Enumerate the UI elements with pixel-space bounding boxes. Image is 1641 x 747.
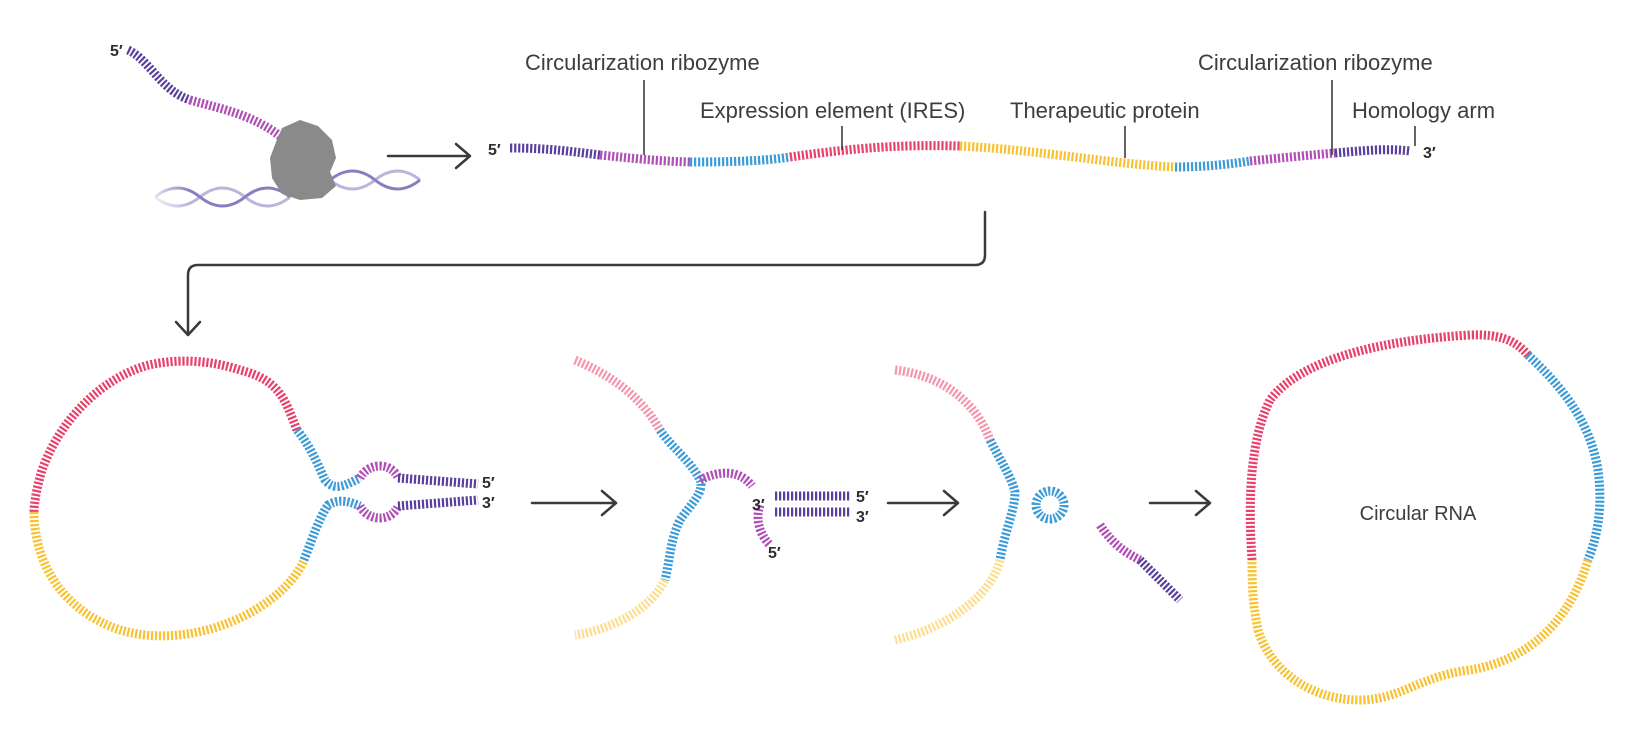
segment-homology-right (1334, 145, 1411, 158)
process-arrow-icon (886, 489, 960, 517)
label-expression-element: Expression element (IRES) (700, 98, 965, 123)
five-prime-label-a: 5′ (482, 475, 495, 492)
segment-expression (789, 141, 961, 162)
three-prime-label-b: 3′ (856, 509, 869, 526)
label-therapeutic-protein: Therapeutic protein (1010, 98, 1200, 123)
five-prime-label-b: 5′ (856, 489, 869, 506)
circ-expression (1245, 330, 1532, 561)
b-loop (697, 468, 756, 490)
circ-therapeutic (1247, 558, 1593, 705)
c-expression (894, 365, 995, 442)
linear-precursor-rna: 5′ 3′ (488, 141, 1436, 172)
b-expression (573, 355, 664, 433)
process-arrow-icon (530, 489, 618, 517)
ligation-step (894, 365, 1184, 645)
process-arrow-icon (174, 210, 987, 337)
cleavage-step: 3′ 5′ 5′ 3′ (573, 355, 869, 640)
c-ribozyme-tail (1096, 522, 1143, 565)
c-therapeutic (894, 558, 1005, 645)
nascent-rna-homology (125, 45, 192, 105)
segment-ires-right (1174, 156, 1251, 172)
process-arrow-icon (386, 142, 472, 170)
stem-upper (397, 473, 479, 489)
three-prime-label-a: 3′ (482, 495, 495, 512)
c-ires (985, 437, 1020, 561)
segment-homology-left (509, 143, 601, 160)
three-prime-label-linear: 3′ (1423, 145, 1436, 162)
nascent-rna-ribozyme (188, 95, 288, 144)
segment-therapeutic (959, 141, 1176, 172)
dna-helix-icon (145, 169, 421, 210)
five-prime-label-top: 5′ (110, 43, 123, 60)
folded-precursor: 5′ 3′ (29, 356, 495, 641)
circ-ires (1524, 351, 1605, 562)
c-loop (1031, 486, 1069, 524)
circular-rna-label: Circular RNA (1360, 503, 1477, 525)
ring-ires-upper (293, 427, 362, 491)
b-ires (656, 427, 706, 582)
b-therapeutic (574, 577, 670, 640)
loop-ribozyme (355, 461, 403, 523)
segment-ribozyme-right (1249, 148, 1336, 166)
process-arrow-icon (1148, 489, 1212, 517)
label-circularization-ribozyme-left: Circularization ribozyme (525, 50, 760, 75)
label-homology-arm: Homology arm (1352, 98, 1495, 123)
stem-lower (397, 495, 479, 511)
segment-ires-left (689, 152, 791, 167)
transcription-step: 5′ (110, 43, 421, 210)
three-prime-label-b-inner: 3′ (752, 497, 765, 514)
ring-ires-lower (299, 496, 362, 562)
transcription-complex-icon (270, 120, 336, 200)
five-prime-label-b-tail: 5′ (768, 545, 781, 562)
ring-therapeutic (29, 511, 309, 641)
circular-rna: Circular RNA (1245, 330, 1605, 705)
ring-expression (29, 356, 302, 513)
b-tail (753, 503, 774, 549)
label-circularization-ribozyme-right: Circularization ribozyme (1198, 50, 1433, 75)
five-prime-label-linear: 5′ (488, 142, 501, 159)
c-homology-fragment (1136, 556, 1184, 604)
segment-ribozyme-left (599, 150, 691, 167)
